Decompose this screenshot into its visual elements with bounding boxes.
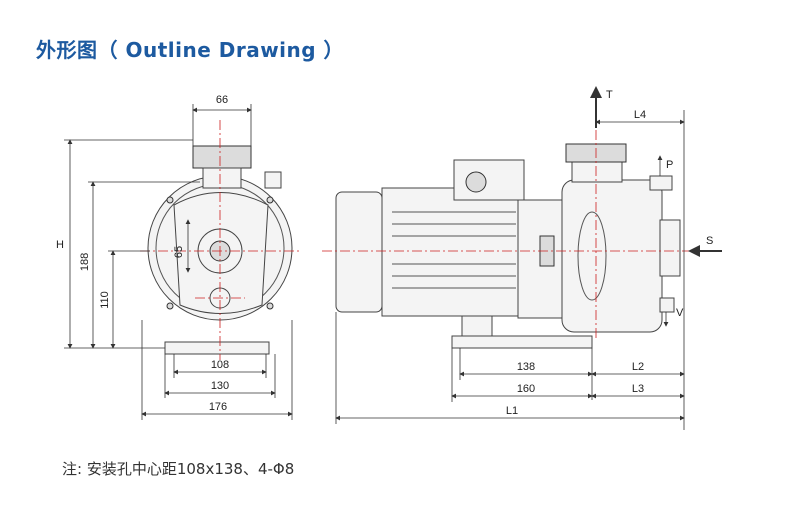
front-bolt: [266, 302, 274, 310]
dim-l1-label: L1: [506, 405, 518, 417]
side-base-foot: [451, 335, 593, 349]
side-terminal-box: [453, 159, 525, 201]
side-inlet-nozzle: [659, 219, 681, 277]
dim-130-label: 130: [211, 380, 229, 392]
side-pump-head: [561, 179, 663, 333]
side-cable-gland: [465, 171, 487, 193]
dim-l3-label: L3: [632, 383, 644, 395]
front-bolt: [166, 302, 174, 310]
front-outlet-block: [192, 145, 252, 169]
front-view: 66 H 188 110 65 108 130 176: [56, 94, 300, 420]
dim-h-label: H: [56, 239, 64, 251]
dim-l4-label: L4: [634, 109, 646, 121]
dim-160-label: 160: [517, 383, 535, 395]
dim-138-label: 138: [517, 361, 535, 373]
dim-65-label: 65: [173, 246, 185, 258]
side-motor-fins: [392, 211, 516, 289]
arrow-s-label: S: [706, 235, 713, 247]
side-priming-plug: [649, 175, 673, 191]
front-bolt: [266, 196, 274, 204]
side-pump-window: [577, 211, 607, 301]
dim-110-label: 110: [99, 291, 111, 309]
front-bolt: [166, 196, 174, 204]
arrow-v-label: V: [676, 307, 684, 319]
dim-66-label: 66: [216, 94, 228, 106]
front-outlet-neck: [202, 167, 242, 189]
dim-l2-label: L2: [632, 361, 644, 373]
arrow-p-label: P: [666, 159, 673, 171]
side-base-pedestal: [461, 315, 493, 337]
side-drain-plug: [659, 297, 675, 313]
front-base-foot: [164, 341, 270, 355]
dim-108-label: 108: [211, 359, 229, 371]
side-motor-body: [381, 187, 519, 317]
side-fan-cover: [335, 191, 383, 313]
dim-176-label: 176: [209, 401, 227, 413]
side-view: T L4 P S V 138 L2 160 L3 L1: [322, 86, 722, 430]
installation-note: 注: 安装孔中心距108x138、4-Φ8: [62, 460, 295, 478]
dim-188-label: 188: [79, 253, 91, 271]
front-priming-plug: [264, 171, 282, 189]
side-outlet-neck: [571, 159, 623, 183]
arrow-t-label: T: [606, 89, 613, 101]
page-title: 外形图（ Outline Drawing ）: [36, 38, 345, 62]
